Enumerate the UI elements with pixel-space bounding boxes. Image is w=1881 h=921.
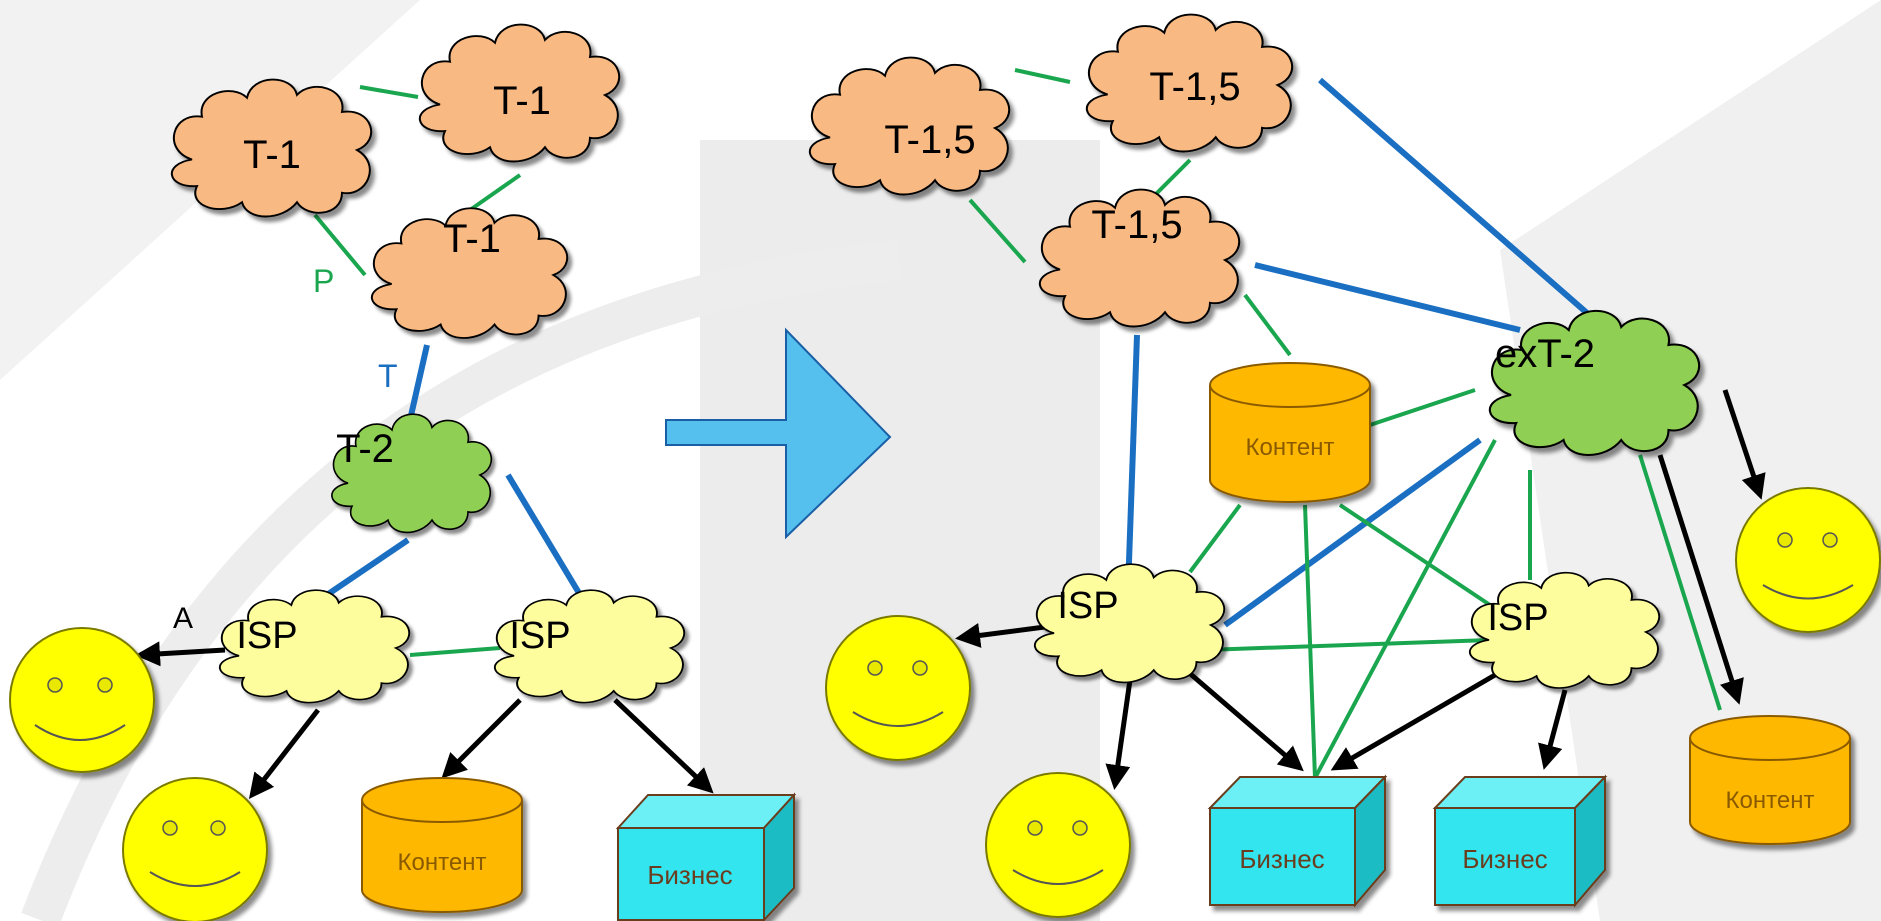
peering-link — [1369, 388, 1476, 427]
tier1-label: T-1 — [443, 217, 501, 261]
isp-label: ISP — [1057, 585, 1118, 627]
content-label: Контент — [1726, 787, 1815, 814]
tier15-label: T-1,5 — [884, 118, 975, 162]
isp-label: ISP — [1487, 597, 1548, 639]
transition-arrow — [665, 327, 892, 540]
peering-link — [1638, 454, 1722, 711]
access-link — [1178, 663, 1304, 772]
access-link — [441, 698, 522, 779]
peering-link — [968, 198, 1027, 264]
tier2-label: T-2 — [336, 427, 394, 471]
access-link — [135, 641, 226, 667]
transit-label: T — [378, 358, 398, 394]
isp-label: ISP — [509, 615, 570, 657]
transit-link — [505, 473, 591, 610]
isp-label: ISP — [236, 615, 297, 657]
content-cylinder-icon — [361, 777, 523, 913]
peering-link — [359, 85, 419, 99]
peering-link — [1243, 293, 1292, 357]
right-diagram: T-1,5 T-1,5 T-1,5 exT-2 ISP ISP Контент … — [808, 13, 1881, 918]
peering-label: P — [313, 263, 334, 299]
peering-link — [1338, 503, 1492, 607]
content-cylinder-icon — [1689, 715, 1851, 845]
access-link — [248, 708, 320, 799]
ext2-label: exT-2 — [1495, 332, 1595, 376]
user-smiley-icon — [122, 777, 268, 921]
peering-link — [409, 646, 501, 657]
business-box-icon — [1432, 774, 1608, 908]
business-label: Бизнес — [1462, 844, 1547, 874]
access-link — [1538, 689, 1568, 770]
transit-link — [407, 344, 430, 421]
peering-link — [1014, 68, 1071, 84]
peering-link — [1313, 439, 1497, 779]
business-label: Бизнес — [1239, 844, 1324, 874]
peering-link — [1188, 503, 1242, 574]
business-box-icon — [1207, 774, 1388, 908]
user-smiley-icon — [985, 772, 1131, 918]
transit-link — [1223, 437, 1482, 628]
transit-link — [1125, 334, 1140, 591]
business-label: Бизнес — [647, 860, 732, 890]
transit-link — [1318, 77, 1597, 323]
peering-link — [1204, 638, 1491, 652]
tier1-label: T-1 — [493, 79, 551, 123]
tier15-label: T-1,5 — [1149, 65, 1240, 109]
user-smiley-icon — [825, 615, 971, 761]
content-label: Контент — [398, 849, 487, 876]
business-box-icon — [615, 792, 797, 921]
access-link — [1105, 679, 1133, 790]
left-diagram: T-1 T-1 T-1 T-2 ISP ISP P T A — [9, 23, 797, 921]
access-link — [1657, 454, 1744, 705]
peering-link — [468, 173, 522, 212]
access-link — [1722, 389, 1766, 500]
access-link — [1330, 672, 1497, 771]
peering-link — [1303, 504, 1317, 779]
content-label: Контент — [1246, 434, 1335, 461]
peering-link — [313, 213, 367, 277]
access-link — [613, 698, 714, 794]
content-cylinder-icon — [1209, 362, 1371, 503]
user-smiley-icon — [9, 627, 155, 773]
tier1-label: T-1 — [243, 133, 301, 177]
access-label: A — [173, 602, 193, 635]
tier15-label: T-1,5 — [1091, 203, 1182, 247]
transit-link — [1254, 262, 1521, 333]
user-smiley-icon — [1735, 487, 1881, 633]
